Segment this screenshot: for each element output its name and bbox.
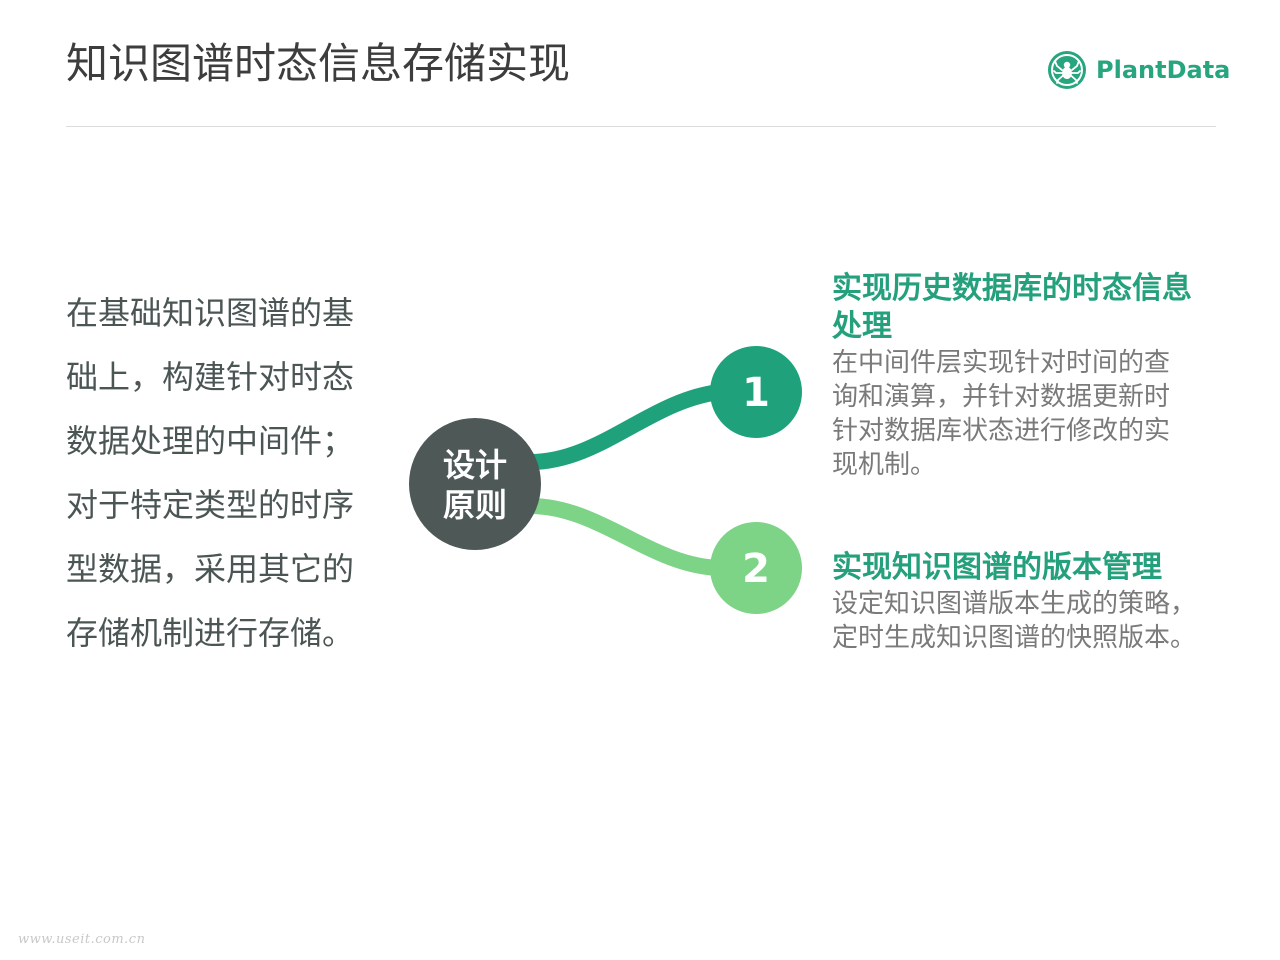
intro-line: 数据处理的中间件；: [66, 422, 355, 460]
principle-body: 定时生成知识图谱的快照版本。: [832, 623, 1197, 653]
principle-body: 设定知识图谱版本生成的策略，: [832, 589, 1197, 619]
node-1: [710, 346, 802, 438]
page-title: 知识图谱时态信息存储实现: [66, 39, 571, 88]
node-2: [710, 522, 802, 614]
center-node: [409, 418, 541, 550]
principle-item-1: 实现历史数据库的时态信息 处理 在中间件层实现针对时间的查 询和演算，并针对数据…: [832, 270, 1252, 482]
design-principles-diagram: 设计 原则 1 2: [409, 346, 802, 614]
intro-line: 型数据，采用其它的: [66, 550, 355, 588]
watermark: www.useit.com.cn: [18, 932, 146, 947]
principle-body: 现机制。: [832, 450, 937, 480]
header-divider: [66, 126, 1216, 127]
center-label-1: 设计: [443, 446, 507, 484]
principle-heading: 实现历史数据库的时态信息: [832, 271, 1192, 306]
node-2-label: 2: [742, 546, 770, 592]
spider-logo-icon: [1048, 51, 1086, 89]
connector-1: [522, 384, 728, 470]
principle-heading: 实现知识图谱的版本管理: [832, 550, 1162, 585]
center-label-2: 原则: [443, 486, 507, 524]
logo-text: PlantData: [1096, 56, 1231, 84]
intro-line: 础上，构建针对时态: [66, 358, 355, 396]
principle-body: 询和演算，并针对数据更新时: [832, 382, 1171, 412]
principle-item-2: 实现知识图谱的版本管理 设定知识图谱版本生成的策略， 定时生成知识图谱的快照版本…: [832, 549, 1252, 655]
connector-2: [522, 498, 728, 576]
intro-paragraph: 在基础知识图谱的基 础上，构建针对时态 数据处理的中间件； 对于特定类型的时序 …: [66, 281, 396, 665]
principle-body: 针对数据库状态进行修改的实: [832, 416, 1171, 446]
intro-line: 存储机制进行存储。: [66, 614, 355, 652]
principle-body: 在中间件层实现针对时间的查: [832, 348, 1171, 378]
principle-heading: 处理: [832, 309, 892, 344]
intro-line: 对于特定类型的时序: [66, 486, 355, 524]
intro-line: 在基础知识图谱的基: [66, 294, 355, 332]
node-1-label: 1: [742, 370, 770, 416]
brand-logo: PlantData: [1046, 49, 1230, 91]
